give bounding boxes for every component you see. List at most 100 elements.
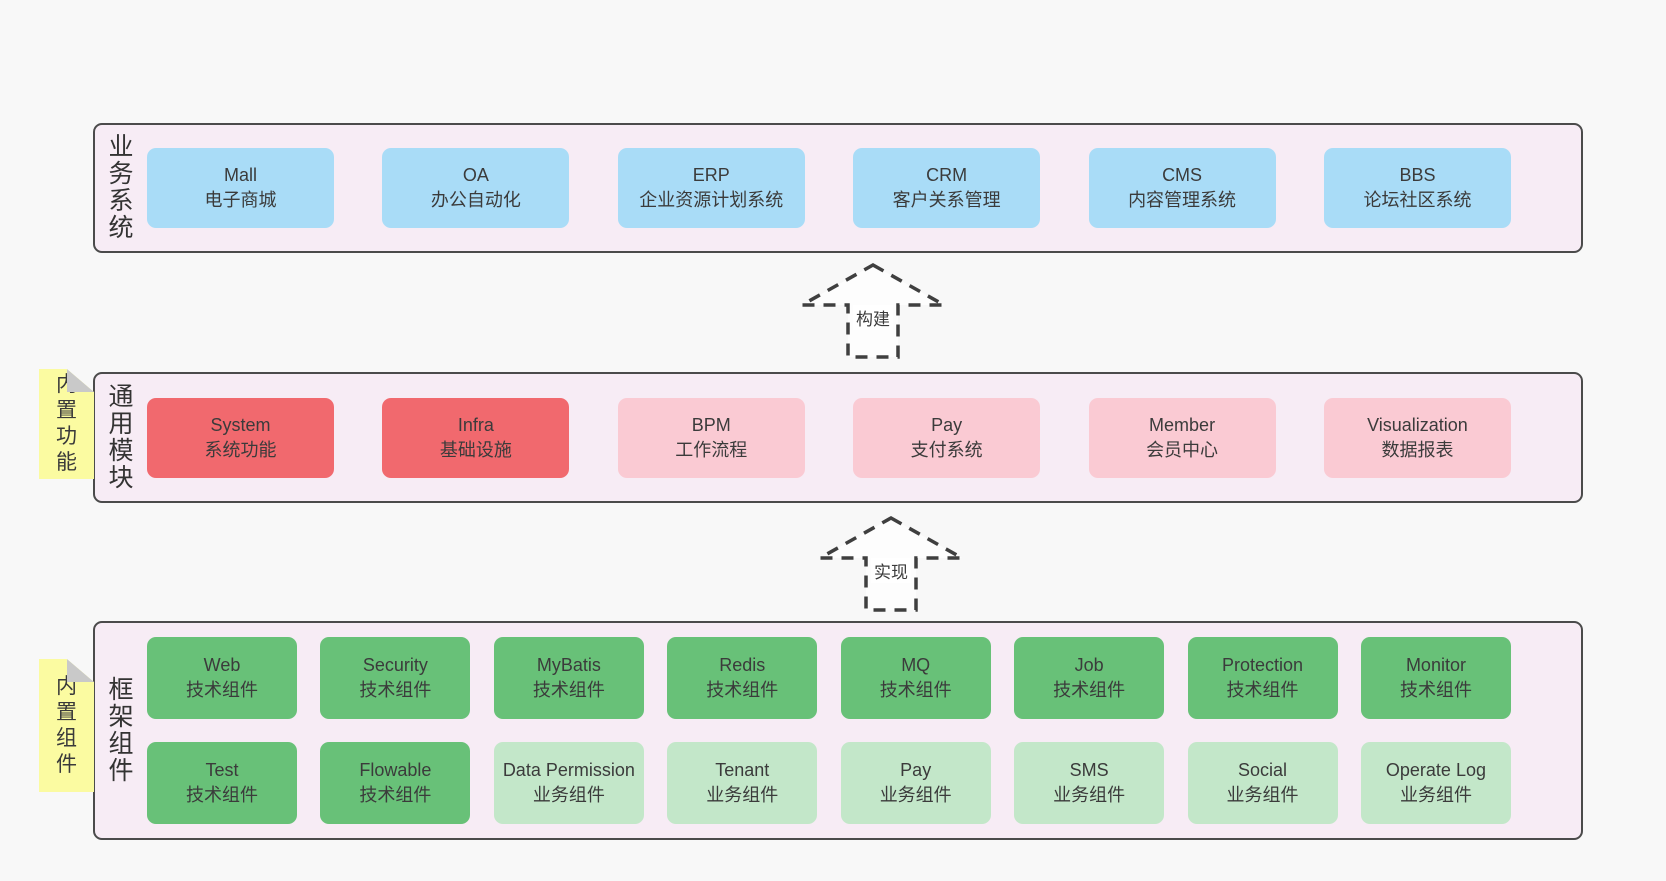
module-box-monitor: Monitor 技术组件 (1360, 637, 1511, 719)
module-box-mybatis: MyBatis 技术组件 (493, 637, 644, 719)
module-box-redis: Redis 技术组件 (667, 637, 818, 719)
box-row-business: Mall 电子商城 OA 办公自动化 ERP 企业资源计划系统 CRM 客户关系管理 CMS 内容… (147, 148, 1511, 228)
box-title-en: Social (1238, 760, 1288, 781)
box-title-zh: 系统功能 (204, 439, 277, 460)
box-title-zh: 电子商城 (204, 190, 277, 210)
module-box-mall: Mall 电子商城 (147, 148, 334, 228)
box-title-en: MQ (901, 655, 931, 676)
module-box-visualization: Visualization 数据报表 (1323, 397, 1511, 478)
box-title-zh: 技术组件 (879, 680, 952, 700)
box-title-zh: 技术组件 (1053, 680, 1126, 700)
module-box-pay-module: Pay 支付系统 (853, 397, 1041, 478)
box-title-zh: 技术组件 (359, 680, 432, 700)
layer-business-systems: 业务系统 Mall 电子商城 OA 办公自动化 ERP 企业资源计划系统 CRM 客户关系管理… (93, 123, 1583, 253)
module-box-data-permission: Data Permission 业务组件 (493, 742, 644, 824)
box-title-zh: 企业资源计划系统 (639, 190, 784, 210)
module-box-operate-log: Operate Log 业务组件 (1360, 742, 1511, 824)
build-arrow-label: 构建 (853, 305, 893, 330)
sticky-note-built-in-components: 内置组件 (39, 659, 94, 792)
box-title-en: Monitor (1405, 655, 1466, 676)
box-title-en: ERP (692, 165, 730, 186)
box-title-en: Pay (900, 760, 932, 781)
layer-label-business-systems: 业务系统 (108, 133, 134, 242)
box-title-en: Job (1074, 655, 1104, 676)
module-box-protection: Protection 技术组件 (1187, 637, 1338, 719)
box-title-en: System (210, 414, 271, 435)
box-title-zh: 业务组件 (1053, 785, 1126, 805)
box-title-zh: 业务组件 (532, 785, 605, 805)
box-title-en: Security (362, 655, 428, 676)
sticky-note-label: 内置功能 (56, 373, 77, 474)
sticky-note-built-in-features: 内置功能 (39, 369, 94, 479)
box-title-en: Redis (719, 655, 766, 676)
box-title-zh: 业务组件 (879, 785, 952, 805)
box-title-en: Pay (931, 414, 963, 435)
box-title-zh: 技术组件 (1399, 680, 1472, 700)
box-title-en: CRM (926, 165, 968, 186)
box-title-en: BPM (691, 414, 731, 435)
box-title-en: Operate Log (1385, 760, 1486, 781)
box-title-en: Web (203, 655, 241, 676)
module-box-infra: Infra 基础设施 (382, 397, 570, 478)
box-title-zh: 支付系统 (910, 439, 983, 460)
box-title-en: Data Permission (502, 760, 635, 781)
arrow-zone-build: 构建 (0, 253, 1666, 372)
box-title-zh: 基础设施 (439, 439, 512, 460)
module-box-pay-component: Pay 业务组件 (840, 742, 991, 824)
module-box-bbs: BBS 论坛社区系统 (1323, 148, 1511, 228)
box-title-zh: 会员中心 (1146, 439, 1219, 460)
box-title-en: Infra (457, 414, 494, 435)
box-title-en: Mall (223, 165, 257, 186)
box-title-zh: 客户关系管理 (892, 190, 1001, 210)
box-title-zh: 技术组件 (706, 680, 779, 700)
box-title-zh: 工作流程 (675, 439, 748, 460)
module-box-bpm: BPM 工作流程 (617, 397, 805, 478)
box-title-zh: 业务组件 (706, 785, 779, 805)
module-box-tenant: Tenant 业务组件 (667, 742, 818, 824)
module-box-erp: ERP 企业资源计划系统 (617, 148, 805, 228)
box-title-en: Tenant (715, 760, 770, 781)
module-box-security: Security 技术组件 (320, 637, 471, 719)
implement-arrow: 实现 (816, 514, 966, 614)
box-title-zh: 技术组件 (1226, 680, 1299, 700)
box-title-zh: 技术组件 (186, 785, 258, 805)
box-title-en: Protection (1222, 655, 1304, 676)
module-box-mq: MQ 技术组件 (840, 637, 991, 719)
layer-content: Mall 电子商城 OA 办公自动化 ERP 企业资源计划系统 CRM 客户关系管理 CMS 内容… (147, 148, 1581, 228)
module-box-system: System 系统功能 (147, 397, 334, 478)
box-title-zh: 数据报表 (1381, 439, 1454, 460)
box-title-en: BBS (1399, 165, 1436, 186)
box-title-en: MyBatis (536, 655, 601, 676)
box-title-en: Visualization (1367, 414, 1468, 435)
build-arrow: 构建 (798, 261, 948, 361)
layer-content: System 系统功能 Infra 基础设施 BPM 工作流程 Pay 支付系统 Member 会… (147, 397, 1581, 478)
box-title-en: CMS (1162, 165, 1203, 186)
box-title-en: Member (1149, 414, 1216, 435)
box-title-en: SMS (1069, 760, 1109, 781)
box-title-zh: 办公自动化 (430, 190, 521, 210)
box-title-zh: 业务组件 (1226, 785, 1299, 805)
module-box-job: Job 技术组件 (1014, 637, 1165, 719)
box-title-zh: 内容管理系统 (1128, 190, 1237, 210)
box-title-zh: 论坛社区系统 (1363, 190, 1472, 210)
module-box-flowable: Flowable 技术组件 (320, 742, 471, 824)
box-title-zh: 技术组件 (359, 785, 432, 805)
box-title-en: OA (462, 165, 489, 186)
sticky-note-label: 内置组件 (56, 674, 77, 776)
module-box-oa: OA 办公自动化 (382, 148, 570, 228)
module-box-member: Member 会员中心 (1088, 397, 1276, 478)
box-row-modules: System 系统功能 Infra 基础设施 BPM 工作流程 Pay 支付系统 Member 会… (147, 397, 1511, 478)
implement-arrow-label: 实现 (871, 558, 911, 583)
box-title-en: Flowable (359, 760, 432, 781)
module-box-crm: CRM 客户关系管理 (853, 148, 1041, 228)
module-box-social: Social 业务组件 (1187, 742, 1338, 824)
box-title-zh: 技术组件 (532, 680, 605, 700)
box-title-zh: 业务组件 (1399, 785, 1472, 805)
layer-label-common-modules: 通用模块 (108, 382, 134, 492)
module-box-cms: CMS 内容管理系统 (1088, 148, 1276, 228)
